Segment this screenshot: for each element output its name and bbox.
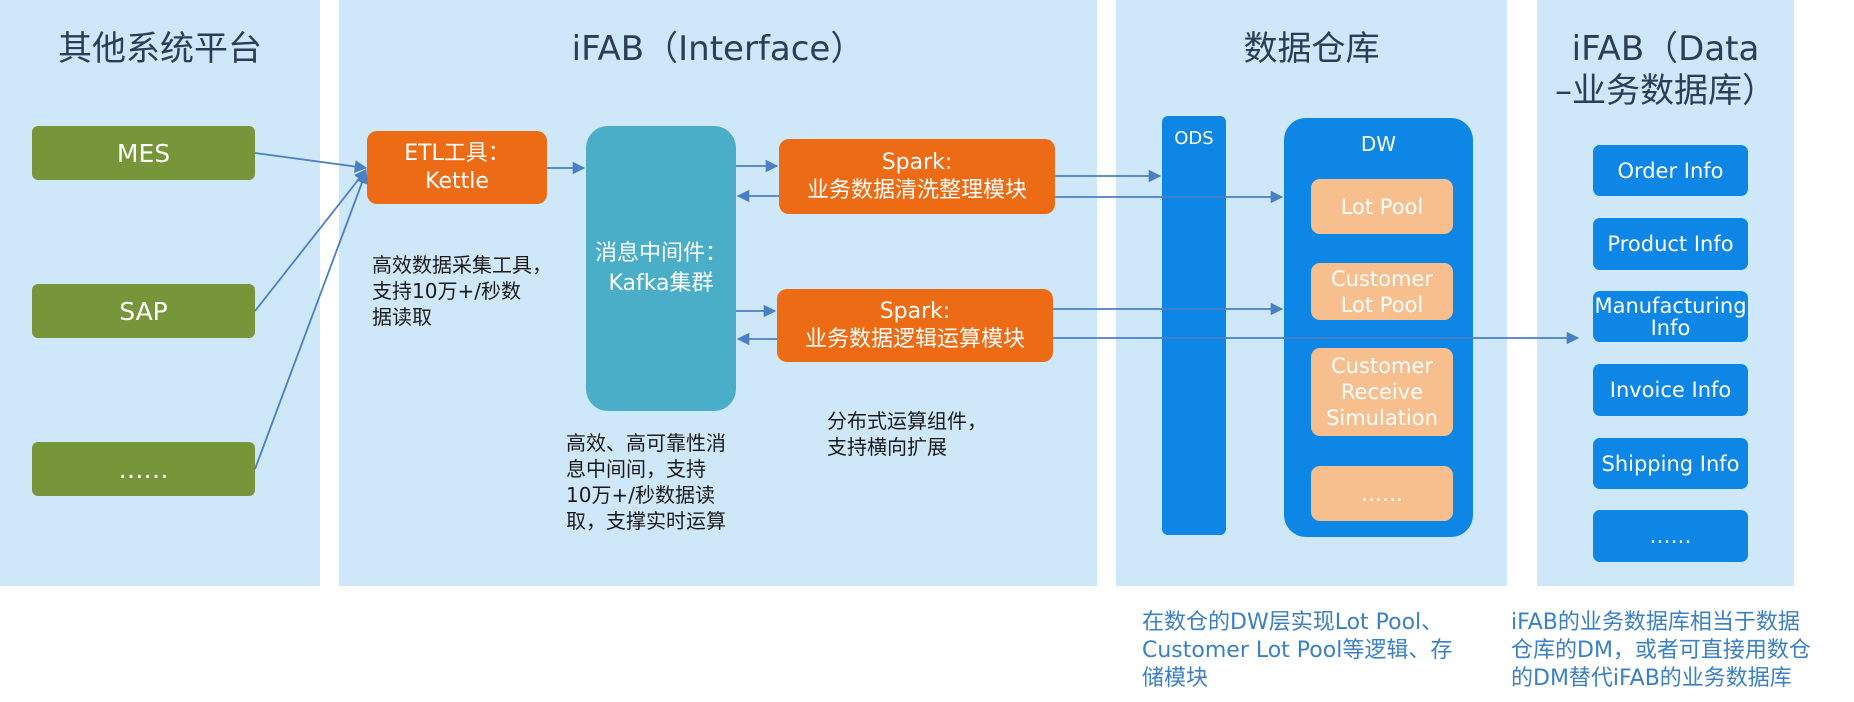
- dw-label: DW: [1360, 132, 1397, 156]
- dw-note: 在数仓的DW层实现Lot Pool、 Customer Lot Pool等逻辑、…: [1142, 610, 1453, 691]
- panel-title-data-warehouse: 数据仓库: [1243, 29, 1380, 69]
- panel-title-ifab-interface: iFAB（Interface）: [571, 29, 865, 69]
- ods-label: ODS: [1174, 128, 1214, 149]
- etl-kettle-box: ETL工具： Kettle: [367, 131, 547, 204]
- spark-logic-module: Spark: 业务数据逻辑运算模块: [777, 289, 1053, 362]
- spark-note: 分布式运算组件， 支持横向扩展: [827, 409, 987, 459]
- dw-item-customer-receive-simulation: Customer Receive Simulation: [1311, 348, 1453, 436]
- source-more: ……: [32, 442, 255, 496]
- db-manufacturing-info: Manufacturing Info: [1593, 291, 1748, 342]
- arrow-more-to-etl: [254, 170, 368, 470]
- dw-item-lot-pool: Lot Pool: [1311, 179, 1453, 234]
- db-note: iFAB的业务数据库相当于数据 仓库的DM，或者可直接用数仓 的DM替代iFAB…: [1511, 610, 1811, 691]
- ods-layer: ODS: [1162, 116, 1226, 535]
- kafka-cluster-box: 消息中间件： Kafka集群: [586, 126, 736, 411]
- dw-item-customer-lot-pool: Customer Lot Pool: [1311, 263, 1453, 320]
- panel-title-other-systems: 其他系统平台: [58, 29, 262, 69]
- db-invoice-info: Invoice Info: [1593, 364, 1748, 416]
- db-order-info: Order Info: [1593, 145, 1748, 196]
- kafka-note: 高效、高可靠性消 息中间间，支持 10万+/秒数据读 取，支撑实时运算: [566, 431, 726, 533]
- arrow-sap-to-etl: [254, 169, 367, 312]
- dw-item-more: ……: [1311, 466, 1453, 521]
- etl-note: 高效数据采集工具， 支持10万+/秒数 据读取: [372, 253, 552, 329]
- db-more: ……: [1593, 510, 1748, 562]
- spark-cleaning-module: Spark: 业务数据清洗整理模块: [779, 139, 1055, 214]
- db-shipping-info: Shipping Info: [1593, 438, 1748, 489]
- panel-title-ifab-data: iFAB（Data –业务数据库）: [1555, 29, 1776, 111]
- arrow-mes-to-etl: [254, 152, 368, 173]
- db-product-info: Product Info: [1593, 218, 1748, 270]
- source-mes: MES: [32, 126, 255, 180]
- source-sap: SAP: [32, 284, 255, 338]
